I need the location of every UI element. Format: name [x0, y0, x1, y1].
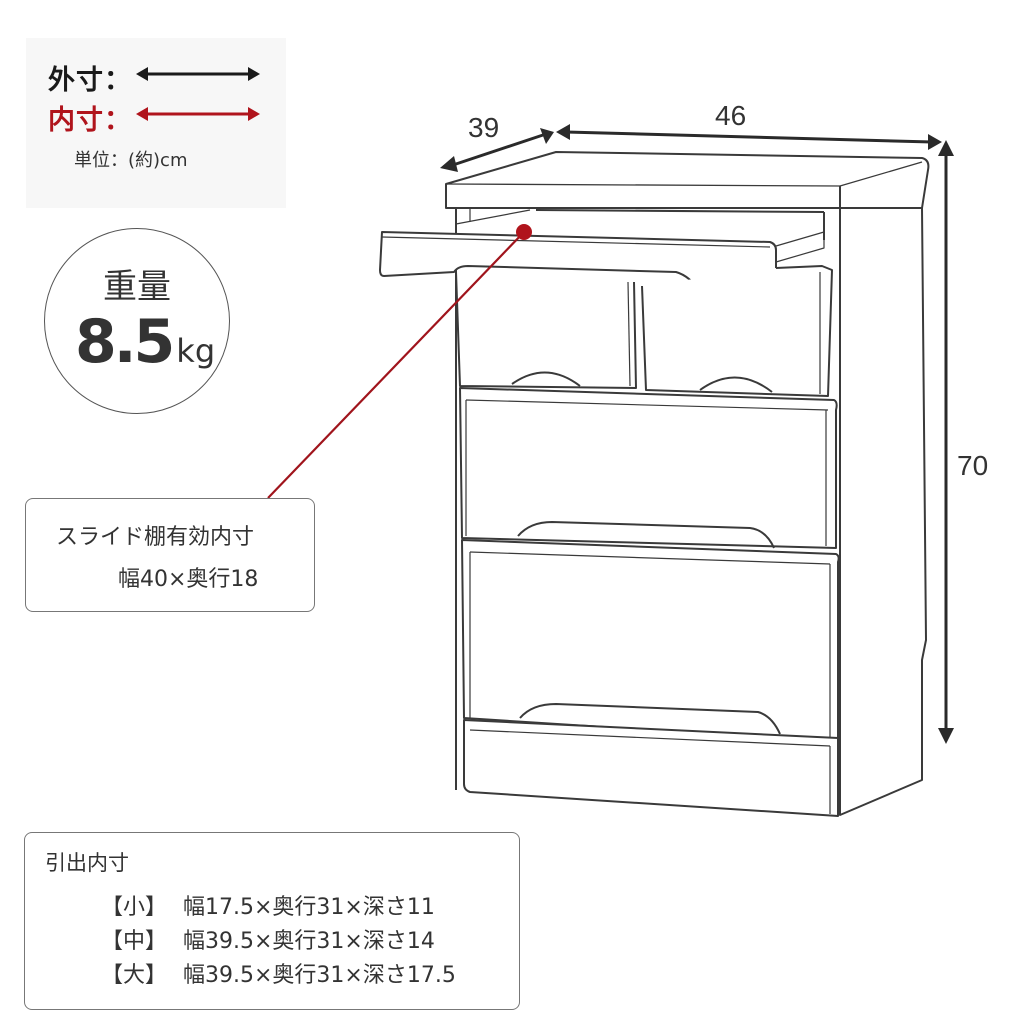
arrow-head-icon: [938, 728, 954, 744]
drawer-inner-info: 引出内寸 【小】幅17.5×奥行31×深さ11 【中】幅39.5×奥行31×深さ…: [24, 832, 520, 1010]
drawer-size-label: 【中】: [101, 929, 168, 954]
small-drawer-right: [641, 265, 833, 397]
callout-dot-icon: [516, 224, 532, 240]
drawer-row-medium: 【中】幅39.5×奥行31×深さ14: [101, 923, 435, 955]
outer-dimension-label: 外寸：: [48, 65, 132, 96]
drawer-row-small: 【小】幅17.5×奥行31×深さ11: [101, 889, 435, 921]
arrow-head-icon: [938, 140, 954, 156]
drawer-inner-title: 引出内寸: [45, 851, 129, 875]
small-drawer-left: [455, 271, 637, 389]
drawer-size-label: 【小】: [101, 895, 168, 920]
slide-shelf-dims: 幅40×奥行18: [118, 567, 259, 592]
large-drawer: [461, 539, 840, 743]
legend-arrows-icon: [136, 67, 260, 121]
drawer-dims: 幅17.5×奥行31×深さ11: [183, 895, 435, 920]
weight-number: 8.5: [75, 307, 175, 377]
width-arrow: [565, 130, 933, 144]
callout-leader-line: [267, 231, 525, 499]
drawer-row-large: 【大】幅39.5×奥行31×深さ17.5: [101, 957, 456, 989]
drawer-size-label: 【大】: [101, 963, 168, 988]
top-board: [445, 151, 930, 209]
drawer-dims: 幅39.5×奥行31×深さ14: [183, 929, 435, 954]
dimension-arrows: [440, 124, 954, 744]
arrow-head-icon: [928, 134, 942, 150]
inner-arrow-icon: [136, 107, 260, 121]
unit-label: 単位：(約)cm: [74, 150, 188, 171]
width-label: 46: [715, 100, 747, 131]
slide-shelf-title: スライド棚有効内寸: [56, 525, 255, 550]
weight-unit: kg: [176, 332, 216, 370]
height-label: 70: [957, 450, 989, 481]
base-plinth: [463, 719, 839, 817]
legend-panel: 外寸： 内寸： 単位：(約)cm: [26, 38, 286, 208]
arrow-head-icon: [540, 128, 554, 144]
middle-drawer: [459, 387, 838, 549]
outer-arrow-icon: [136, 67, 260, 81]
inner-dimension-label: 内寸：: [48, 105, 132, 136]
depth-arrow: [449, 132, 547, 168]
right-side: [839, 207, 927, 816]
slide-shelf-info: スライド棚有効内寸 幅40×奥行18: [25, 498, 315, 612]
drawer-dims: 幅39.5×奥行31×深さ17.5: [183, 963, 456, 988]
weight-label: 重量: [103, 267, 171, 307]
slide-shelf: [379, 231, 777, 295]
depth-label: 39: [468, 112, 500, 143]
arrow-head-icon: [556, 124, 570, 140]
arrow-head-icon: [440, 156, 458, 172]
